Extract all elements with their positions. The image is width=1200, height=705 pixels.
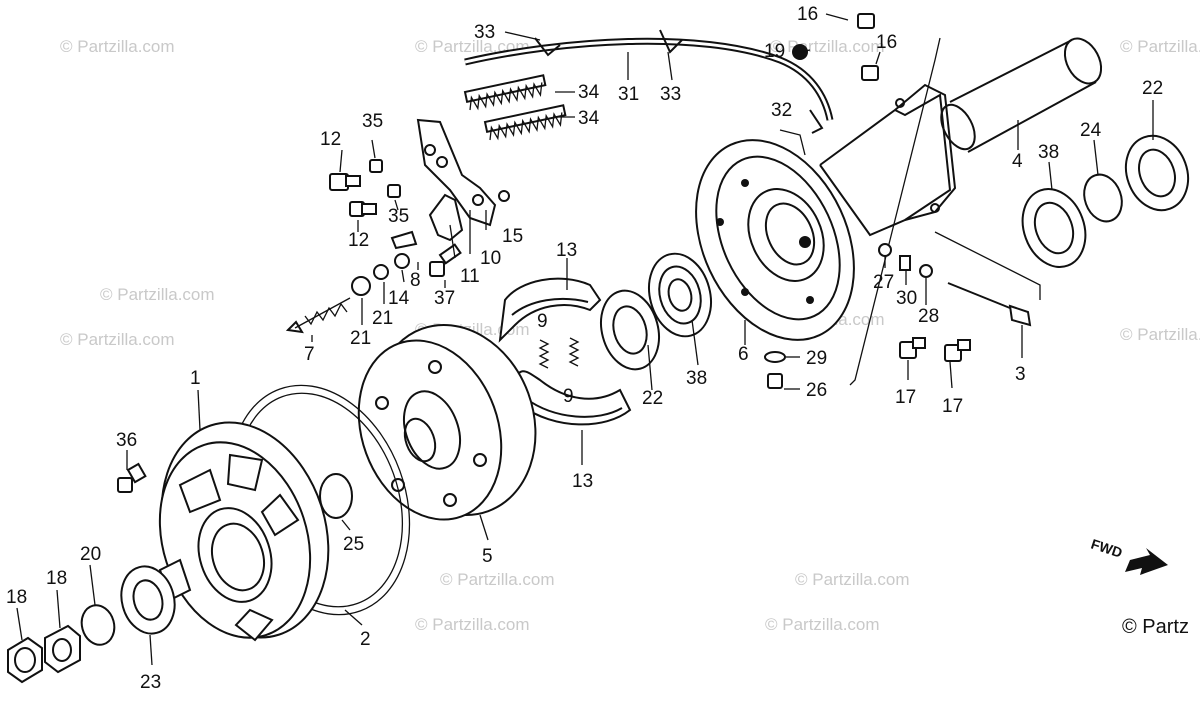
callout: 11 xyxy=(460,266,480,287)
fwd-arrow: FWD xyxy=(1089,536,1168,575)
callout: 23 xyxy=(140,672,161,693)
leader-lines xyxy=(16,13,1154,666)
part-23-seal xyxy=(120,565,176,635)
callout: 24 xyxy=(1080,120,1102,141)
part-6-brake-panel xyxy=(695,83,957,341)
watermark: © Partzilla.com xyxy=(60,37,175,56)
callout: 8 xyxy=(410,270,421,291)
watermark: © Partzilla.com xyxy=(770,37,885,56)
callout: 2 xyxy=(360,629,371,650)
part-10-brake-arm xyxy=(416,118,510,242)
callout: 38 xyxy=(686,368,707,389)
callout: 18 xyxy=(6,587,27,608)
watermark: © Partzilla.com xyxy=(440,570,555,589)
callout: 28 xyxy=(918,306,939,327)
watermark: © Partzilla.com xyxy=(795,570,910,589)
part-22-seal-middle xyxy=(600,289,660,371)
callout: 5 xyxy=(482,546,493,567)
watermark: © Partzilla.com xyxy=(60,330,175,349)
callout: 26 xyxy=(806,380,827,401)
part-13-brake-shoes xyxy=(498,277,632,426)
part-34-springs xyxy=(463,74,567,141)
callout: 35 xyxy=(362,111,383,132)
callout: 12 xyxy=(320,129,341,150)
callout: 13 xyxy=(572,471,593,492)
callout: 22 xyxy=(642,388,663,409)
callout: 34 xyxy=(578,82,600,103)
callout: 37 xyxy=(434,288,455,309)
callout: 27 xyxy=(873,272,894,293)
watermark: © Partzilla.com xyxy=(100,285,215,304)
callout: 3 xyxy=(1015,364,1026,385)
callout: 30 xyxy=(896,288,917,309)
callout: 22 xyxy=(1142,78,1163,99)
callout-labels: 16 16 19 33 31 33 34 34 32 22 24 4 38 35… xyxy=(6,4,1163,693)
watermark: © Partzilla.com xyxy=(765,615,880,634)
part-7-adjuster xyxy=(285,297,351,334)
part-38-bearing-middle xyxy=(648,252,712,338)
callout: 18 xyxy=(46,568,67,589)
callout: 13 xyxy=(556,240,577,261)
part-25-plug xyxy=(319,473,353,519)
callout: 19 xyxy=(764,41,785,62)
panel-small-parts xyxy=(764,13,1032,389)
callout: 1 xyxy=(190,368,201,389)
callout: 36 xyxy=(116,430,137,451)
callout: 21 xyxy=(372,308,393,329)
part-36-bolt xyxy=(117,462,147,493)
callout: 34 xyxy=(578,108,600,129)
fwd-label: FWD xyxy=(1089,536,1124,561)
callout: 16 xyxy=(876,32,897,53)
callout: 17 xyxy=(942,396,963,417)
part-24-circlip xyxy=(1083,173,1123,223)
callout: 15 xyxy=(502,226,523,247)
part-22-seal-right xyxy=(1124,134,1190,212)
callout: 33 xyxy=(660,84,681,105)
part-31-cable xyxy=(464,29,834,134)
callout: 7 xyxy=(304,344,315,365)
callout: 31 xyxy=(618,84,639,105)
callout: 21 xyxy=(350,328,371,349)
callout: 9 xyxy=(537,311,548,332)
callout: 6 xyxy=(738,344,749,365)
watermark: © Partzilla.com xyxy=(1120,37,1200,56)
watermark: © Partzilla.com xyxy=(415,615,530,634)
callout: 16 xyxy=(797,4,818,25)
callout: 4 xyxy=(1012,151,1023,172)
small-bolts xyxy=(329,159,462,296)
callout: 32 xyxy=(771,100,792,121)
callout: 9 xyxy=(563,386,574,407)
callout: 12 xyxy=(348,230,369,251)
copyright-text: © Partz xyxy=(1122,616,1189,638)
callout: 35 xyxy=(388,206,409,227)
part-18-nuts xyxy=(7,624,81,684)
part-38-bearing-right xyxy=(1021,188,1087,268)
callout: 10 xyxy=(480,248,501,269)
callout: 29 xyxy=(806,348,827,369)
watermark: © Partzilla.com xyxy=(1120,325,1200,344)
callout: 33 xyxy=(474,22,495,43)
bracket-lines xyxy=(849,37,1041,386)
part-20-washer xyxy=(80,604,116,646)
callout: 17 xyxy=(895,387,916,408)
callout: 14 xyxy=(388,288,410,309)
callout: 25 xyxy=(343,534,364,555)
callout: 38 xyxy=(1038,142,1059,163)
callout: 20 xyxy=(80,544,101,565)
part-1-cover xyxy=(158,421,330,642)
